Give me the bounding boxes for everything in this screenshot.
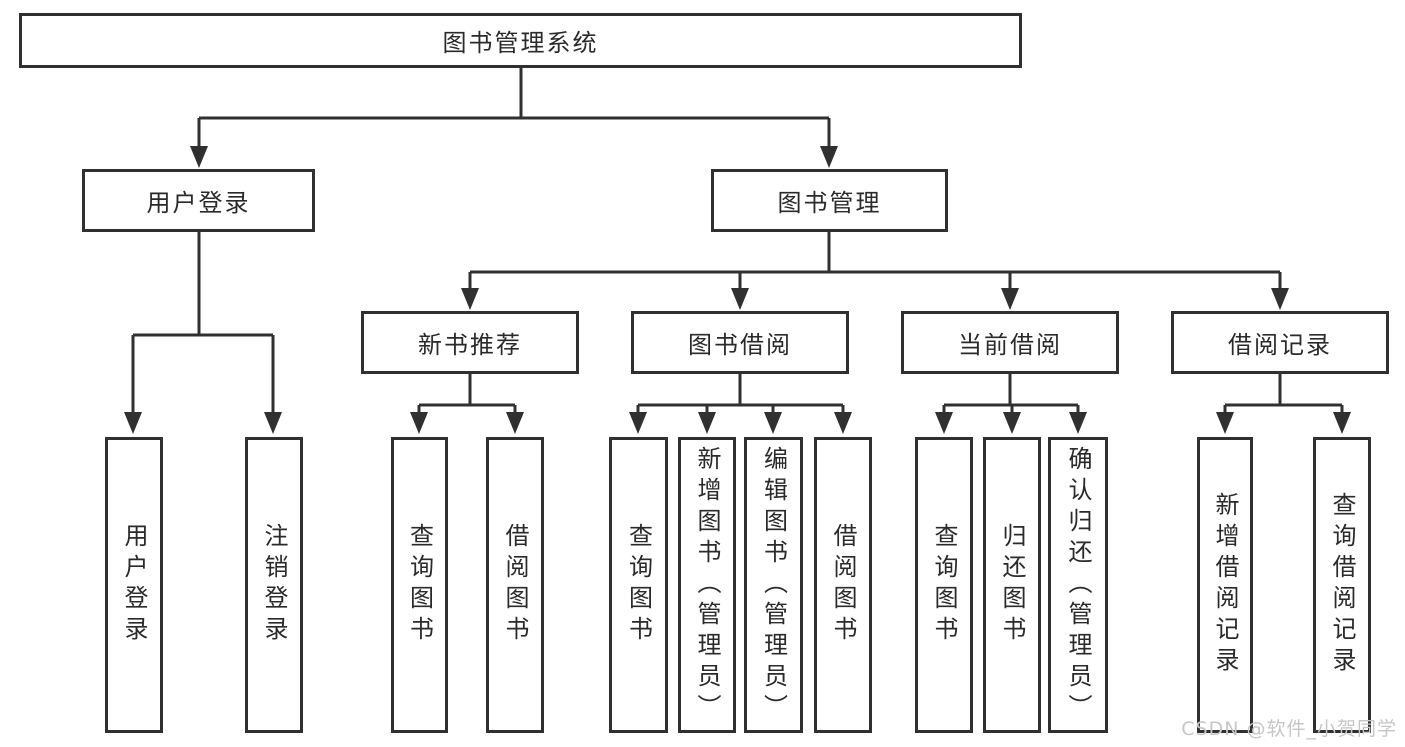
csdn-watermark: CSDN @软件_小贺同学	[1181, 718, 1397, 740]
connector-borrow-records-children	[1216, 374, 1351, 434]
node-book-borrow: 图书借阅	[631, 311, 849, 374]
leaf-borrow-books: 借阅图书	[814, 437, 872, 733]
connector-current-borrow-children	[935, 374, 1087, 434]
leaf-edit-books-admin: 编辑图书（管理员）	[744, 437, 803, 733]
leaf-confirm-return-admin: 确认归还（管理员）	[1048, 437, 1108, 733]
node-new-book-recommend: 新书推荐	[361, 311, 579, 374]
leaf-query-books-borrow: 查询图书	[609, 437, 668, 733]
connector-book-borrow-children	[629, 374, 852, 434]
node-book-management: 图书管理	[711, 169, 948, 232]
node-borrow-records: 借阅记录	[1171, 311, 1389, 374]
leaf-add-borrow-record: 新增借阅记录	[1197, 437, 1253, 733]
node-library-system: 图书管理系统	[19, 13, 1022, 68]
connector-user-login-children	[124, 232, 282, 434]
connector-root-to-level2	[190, 68, 838, 168]
node-user-login: 用户登录	[82, 169, 315, 232]
leaf-query-books-current: 查询图书	[915, 437, 973, 733]
connector-new-book-recommend-children	[410, 374, 524, 434]
leaf-query-borrow-record: 查询借阅记录	[1313, 437, 1371, 733]
leaf-user-login: 用户登录	[105, 437, 163, 733]
leaf-query-books-recommend: 查询图书	[391, 437, 448, 733]
leaf-borrow-books-recommend: 借阅图书	[486, 437, 544, 733]
connector-book-management-children	[461, 232, 1289, 310]
leaf-return-books: 归还图书	[983, 437, 1041, 733]
leaf-add-books-admin: 新增图书（管理员）	[678, 437, 736, 733]
leaf-logout: 注销登录	[245, 437, 303, 733]
node-current-borrow: 当前借阅	[901, 311, 1119, 374]
